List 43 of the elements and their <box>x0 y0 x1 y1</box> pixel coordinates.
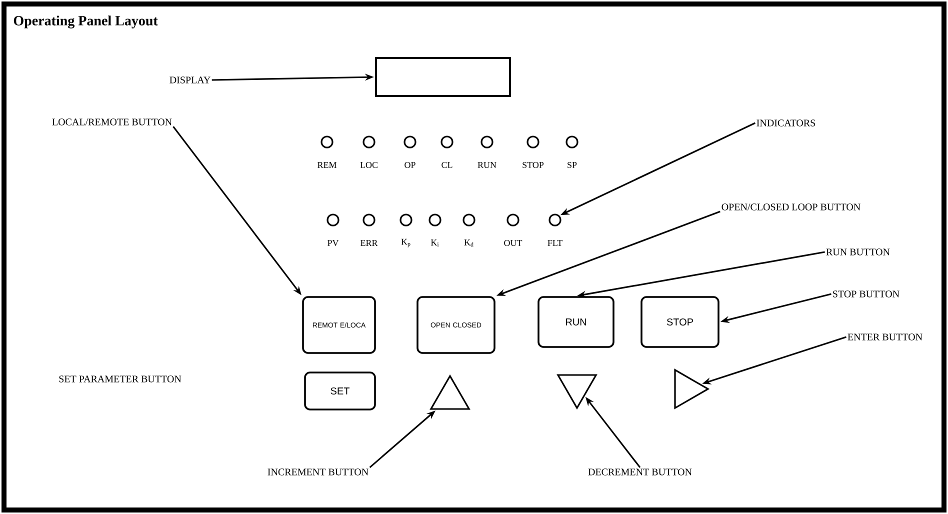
indicator-label: CL <box>442 162 452 168</box>
indicator-light <box>400 214 412 226</box>
indicator-label: FLT <box>548 240 562 246</box>
indicator-light <box>548 214 562 226</box>
callout-label: SET PARAMETER BUTTON <box>59 376 182 382</box>
indicator-label: SP <box>568 162 577 168</box>
indicator-light <box>480 136 494 148</box>
indicator-light <box>526 136 540 148</box>
callout-label: DISPLAY <box>170 76 210 84</box>
indicator-light <box>320 136 334 148</box>
indicator-label: K$_{d}$ <box>464 239 474 246</box>
indicator-light <box>428 214 442 226</box>
indicator-label: PV <box>328 240 339 246</box>
indicator-light <box>362 214 376 226</box>
callout-label: ENTER BUTTON <box>848 334 922 340</box>
push-button: RUN <box>538 296 614 348</box>
indicator-light <box>566 136 578 148</box>
title: Operating Panel Layout <box>14 16 158 28</box>
indicator-light <box>462 214 476 226</box>
callout-label: INDICATORS <box>756 120 816 126</box>
display-box <box>375 57 511 97</box>
indicator-label: REM <box>318 162 336 168</box>
indicator-label: OUT <box>504 240 522 246</box>
indicator-label: K$_{i}$ <box>430 240 439 246</box>
indicator-label: ERR <box>360 240 378 246</box>
indicator-light <box>326 214 340 226</box>
push-button: SET <box>304 372 376 410</box>
indicator-label: RUN <box>478 162 496 168</box>
indicator-light <box>440 136 454 148</box>
callout-label: DECREMENT BUTTON <box>588 468 692 476</box>
indicator-label: STOP <box>522 162 544 168</box>
push-button: STOP <box>640 296 720 348</box>
callout-label: RUN BUTTON <box>826 248 890 256</box>
indicator-label: OP <box>404 162 416 168</box>
callout-label: INCREMENT BUTTON <box>268 468 368 476</box>
callout-label: OPEN/CLOSED LOOP BUTTON <box>722 204 860 210</box>
indicator-light <box>506 214 520 226</box>
indicator-light <box>404 136 416 148</box>
callout-label: LOCAL/REMOTE BUTTON <box>52 118 172 126</box>
callout-label: STOP BUTTON <box>833 290 900 298</box>
indicator-label: K$_{p}$ <box>401 238 410 248</box>
indicator-light <box>362 136 376 148</box>
indicator-label: LOC <box>360 162 378 168</box>
